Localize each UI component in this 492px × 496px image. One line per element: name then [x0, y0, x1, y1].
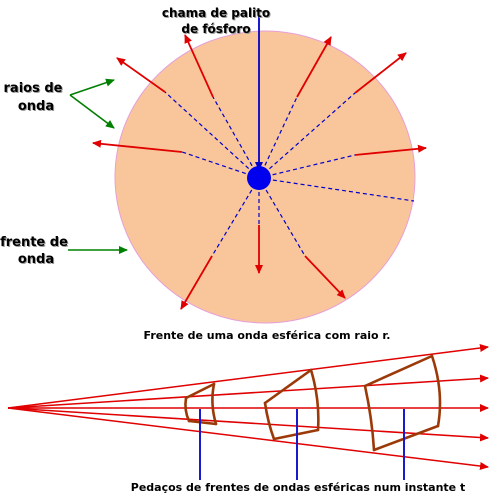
pointer-arrows [68, 78, 128, 254]
label-flame: chama de palito chama de palito de fósfo… [162, 6, 271, 37]
ray-arrow [92, 139, 183, 153]
caption-bottom: Pedaços de frentes de ondas esféricas nu… [131, 481, 465, 494]
caption-top: Frente de uma onda esférica com raio r. [144, 329, 391, 342]
ray-arrow [116, 57, 166, 93]
label-front-line1: frente de [0, 235, 68, 250]
ray-arrow [7, 374, 489, 409]
label-flame-shadow: chama de palito [163, 7, 271, 21]
label-front-line2: onda [18, 252, 54, 267]
label-rays-shadow: raios de [5, 82, 64, 97]
label-flame-shadow: de fósforo [182, 23, 251, 37]
wavefront-piece-3 [363, 384, 376, 452]
label-flame-line2: de fósforo [181, 22, 250, 36]
arrow-icon [69, 94, 115, 129]
ray-arrow [354, 52, 407, 94]
ray-arrow [180, 255, 213, 310]
label-rays-line2: onda [18, 99, 54, 114]
ray-arrow [304, 255, 346, 299]
label-rays-line1: raios de [4, 81, 63, 96]
wavefront-piece-2 [263, 401, 276, 441]
ray-arrow [354, 144, 427, 156]
ray-arrow [7, 407, 489, 442]
wavefront-piece-3 [430, 354, 442, 428]
label-front-shadow: frente de [1, 236, 69, 251]
label-rays: raios de raios de onda onda [4, 81, 64, 115]
arrow-icon [69, 78, 115, 96]
wave-rays [92, 34, 427, 310]
ray-arrow [296, 36, 332, 98]
label-front: frente de frente de onda onda [0, 235, 69, 268]
label-flame-line1: chama de palito [162, 6, 270, 20]
label-front-shadow: onda [19, 253, 55, 268]
wavefront-piece-2 [309, 368, 320, 432]
wavefront-piece-1 [184, 396, 191, 423]
label-rays-shadow: onda [19, 100, 55, 115]
wavefront-pieces [184, 354, 442, 452]
beam-rays [7, 344, 489, 470]
ray-arrow [7, 344, 489, 409]
ray-arrow [7, 407, 489, 470]
dashed-rays [164, 91, 415, 257]
ray-arrow [184, 34, 214, 98]
wavefront-piece-1 [211, 382, 218, 426]
source-dot [247, 166, 271, 190]
marker-lines [199, 409, 405, 480]
